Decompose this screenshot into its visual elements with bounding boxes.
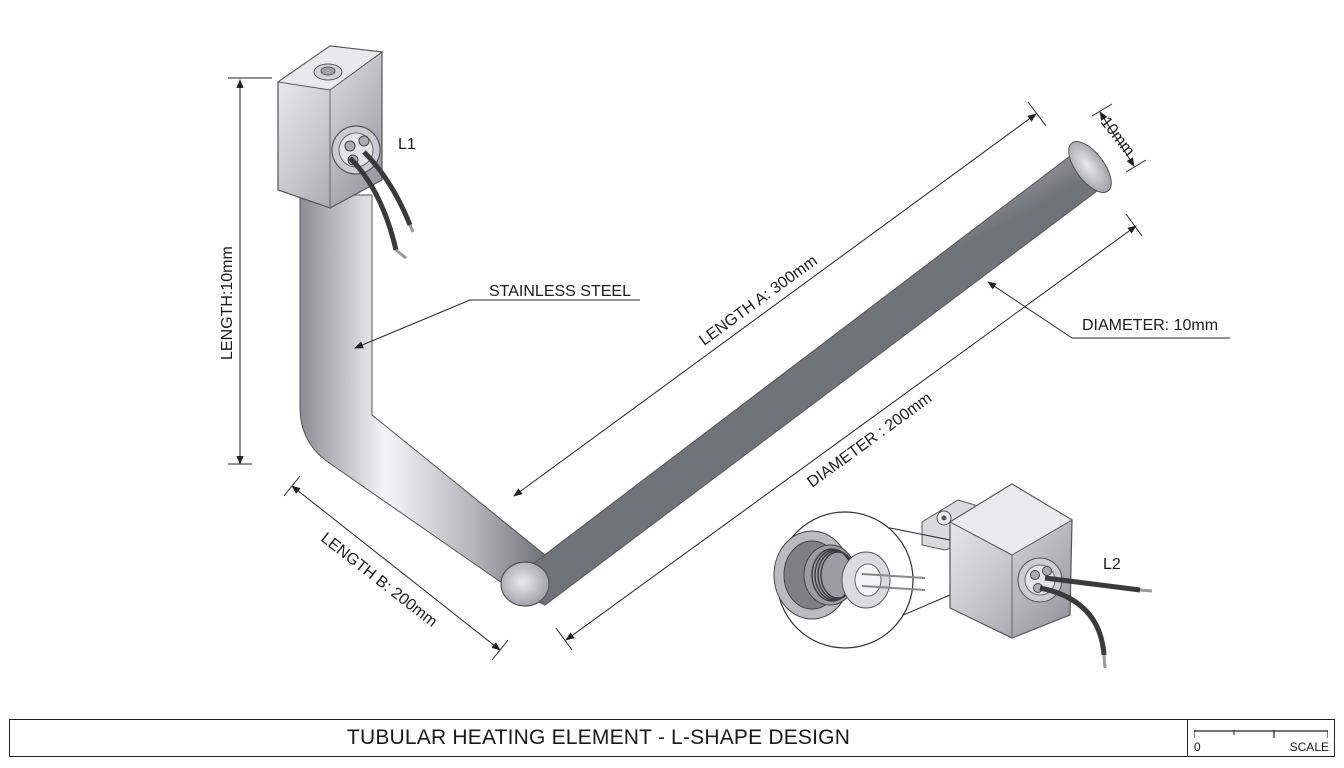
label-l2: L2 [1103,556,1121,573]
terminal-box-l1 [276,45,415,260]
label-diameter-long: DIAMETER : 200mm [804,390,935,492]
dimension-lines [228,77,1230,661]
scale-cell: 0 SCALE [1188,720,1334,756]
title-block: TUBULAR HEATING ELEMENT - L-SHAPE DESIGN… [9,719,1335,757]
label-length-a: LENGTH A: 300mm [696,252,820,349]
label-tube-end: 10mm [1097,114,1138,159]
scale-bar [1194,730,1328,738]
scale-zero: 0 [1194,740,1201,754]
terminal-box-l2 [921,483,1153,669]
label-material: STAINLESS STEEL [489,283,631,300]
label-length-b: LENGTH B: 200mm [318,530,441,631]
drawing-title: TUBULAR HEATING ELEMENT - L-SHAPE DESIGN [10,720,1188,756]
scale-label: SCALE [1289,740,1329,754]
label-diameter: DIAMETER: 10mm [1082,317,1218,334]
label-length-vertical: LENGTH:10mm [219,246,236,360]
label-l1: L1 [398,136,416,153]
heating-element-drawing: L1 L2 STAINLESS STEEL LENGTH:10mm LENGTH… [219,45,1230,669]
